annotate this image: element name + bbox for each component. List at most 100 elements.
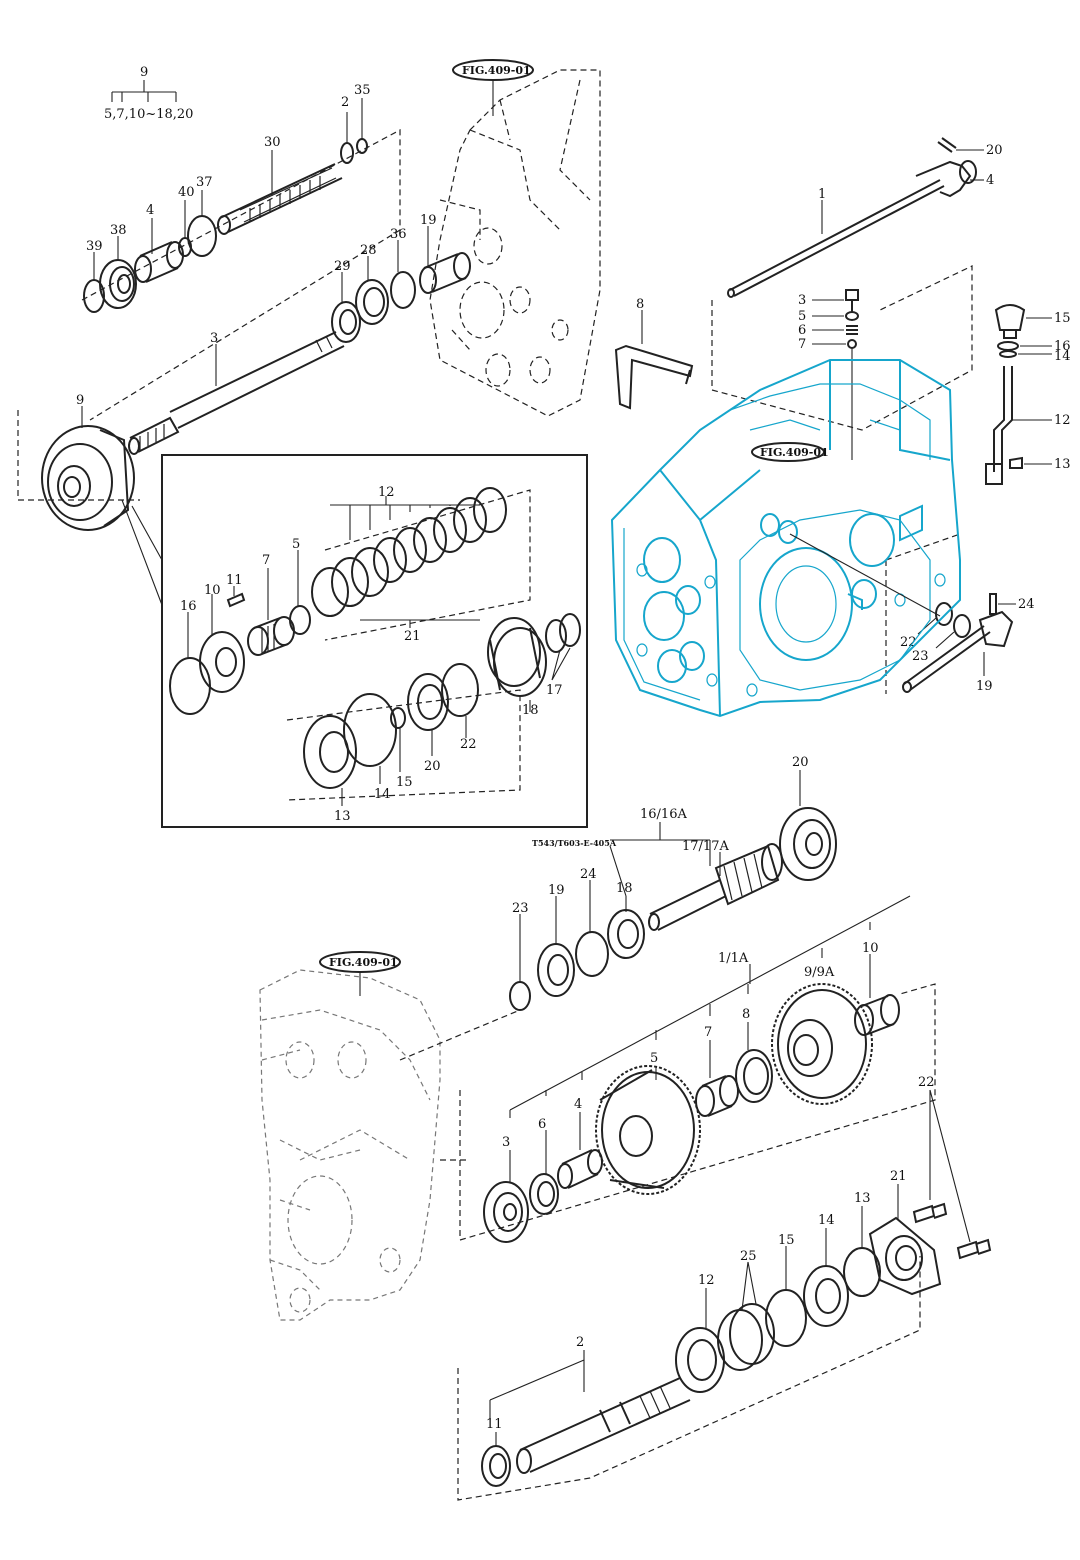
part-2-ring: 2 xyxy=(341,95,353,163)
part-24-pin: 24 xyxy=(990,594,1035,614)
svg-text:35: 35 xyxy=(354,83,371,98)
part-6-spring: 6 xyxy=(798,323,858,338)
svg-text:25: 25 xyxy=(740,1249,757,1264)
part-12-bearing: 12 xyxy=(676,1273,724,1392)
svg-text:3: 3 xyxy=(210,331,218,346)
svg-text:5: 5 xyxy=(292,537,300,552)
svg-text:13: 13 xyxy=(854,1191,871,1206)
svg-text:9: 9 xyxy=(76,393,84,408)
top-housing-outline: FIG.409-01 xyxy=(430,60,600,416)
part-14-washer: 14 xyxy=(1000,349,1071,364)
svg-text:7: 7 xyxy=(262,553,270,568)
svg-text:7: 7 xyxy=(798,337,806,352)
gear-train: 20 16/16A 17/17A 18 24 xyxy=(458,755,990,1500)
svg-text:14: 14 xyxy=(374,787,391,802)
svg-text:22: 22 xyxy=(918,1075,935,1090)
svg-text:12: 12 xyxy=(698,1273,715,1288)
svg-text:1/1A: 1/1A xyxy=(718,951,749,966)
part-2-output-shaft: 2 xyxy=(490,1335,690,1473)
part-7-ball: 7 xyxy=(798,337,856,460)
svg-text:23: 23 xyxy=(512,901,529,916)
svg-text:21: 21 xyxy=(404,629,421,644)
svg-text:19: 19 xyxy=(548,883,565,898)
part-16-snap-ring: 16 xyxy=(170,599,210,714)
svg-text:FIG.409-01: FIG.409-01 xyxy=(462,64,531,77)
svg-text:17/17A: 17/17A xyxy=(682,839,729,854)
svg-text:40: 40 xyxy=(178,185,195,200)
svg-text:20: 20 xyxy=(424,759,441,774)
svg-text:18: 18 xyxy=(522,703,539,718)
svg-text:4: 4 xyxy=(574,1097,582,1112)
part-23-snap-ring: 23 xyxy=(510,901,530,1010)
part-19-needle-bearing: 19 xyxy=(420,213,470,293)
part-25-shims: 25 xyxy=(718,1249,774,1370)
part-3-bolt: 3 xyxy=(798,290,858,312)
part-7-hub: 7 xyxy=(248,553,294,655)
part-5-spring: 5 xyxy=(798,309,858,324)
part-30-splined-shaft: 30 xyxy=(218,135,342,234)
svg-text:15: 15 xyxy=(778,1233,795,1248)
part-4-sleeve: 4 xyxy=(558,1097,602,1188)
part-13-o-ring: 13 xyxy=(844,1191,880,1296)
top-left-assembly: 9 5,7,10~18,20 35 2 30 xyxy=(18,65,470,530)
detail-frame xyxy=(162,455,587,827)
svg-text:15: 15 xyxy=(1054,311,1071,326)
svg-text:36: 36 xyxy=(390,227,407,242)
svg-text:3: 3 xyxy=(502,1135,510,1150)
fig-ref-cyan-housing: FIG.409-01 xyxy=(752,443,829,461)
svg-text:16/16A: 16/16A xyxy=(640,807,687,822)
svg-text:9/9A: 9/9A xyxy=(804,965,835,980)
part-11-pin: 11 xyxy=(226,573,244,606)
part-8-lever: 8 xyxy=(616,297,692,408)
svg-text:16: 16 xyxy=(180,599,197,614)
svg-text:12: 12 xyxy=(378,485,395,500)
svg-text:4: 4 xyxy=(986,173,994,188)
svg-text:5: 5 xyxy=(798,309,806,324)
part-8-synchro-ring: 8 xyxy=(736,1007,772,1102)
part-18-bearing: 18 xyxy=(608,846,644,958)
svg-text:4: 4 xyxy=(146,203,154,218)
svg-text:17: 17 xyxy=(546,683,563,698)
part-1-shift-rod: 1 xyxy=(728,180,944,297)
svg-text:8: 8 xyxy=(636,297,644,312)
part-38-bearing: 38 xyxy=(100,223,136,308)
svg-text:6: 6 xyxy=(798,323,806,338)
svg-text:6: 6 xyxy=(538,1117,546,1132)
part-22-seal: 22 xyxy=(900,603,952,650)
part-35-nut: 35 xyxy=(354,83,371,153)
svg-text:19: 19 xyxy=(420,213,437,228)
svg-text:19: 19 xyxy=(976,679,993,694)
part-9-clutch-hub: 9 xyxy=(42,393,134,530)
svg-text:5: 5 xyxy=(650,1051,658,1066)
svg-text:30: 30 xyxy=(264,135,281,150)
svg-text:2: 2 xyxy=(341,95,349,110)
bottom-housing-outline: FIG.409-01 xyxy=(260,952,520,1320)
svg-text:FIG.409-01: FIG.409-01 xyxy=(329,956,398,969)
part-20-pin: 20 xyxy=(938,138,1003,158)
part-17-o-rings: 17 xyxy=(546,614,580,698)
cyan-transmission-housing: FIG.409-01 xyxy=(612,360,960,716)
part-12-friction-plates: 12 xyxy=(330,485,506,582)
clutch-detail-box: 12 21 5 7 11 xyxy=(122,455,587,827)
svg-text:22: 22 xyxy=(460,737,477,752)
fig-ref-top-housing: FIG.409-01 xyxy=(453,60,533,116)
drawing-code: T543/T603-E-405A xyxy=(532,838,617,848)
part-20-bearing: 20 xyxy=(780,755,836,880)
callout-9-children: 5,7,10~18,20 xyxy=(104,107,193,122)
part-13-screw: 13 xyxy=(1010,457,1071,472)
part-9-9a-gear xyxy=(772,984,872,1104)
part-3-bearing: 3 xyxy=(484,1135,528,1242)
svg-text:1: 1 xyxy=(818,187,826,202)
svg-text:13: 13 xyxy=(334,809,351,824)
svg-text:10: 10 xyxy=(862,941,879,956)
svg-text:FIG.409-01: FIG.409-01 xyxy=(760,446,829,459)
svg-text:39: 39 xyxy=(86,239,103,254)
dashed-outline-shift xyxy=(712,266,972,430)
svg-text:24: 24 xyxy=(580,867,597,882)
svg-text:11: 11 xyxy=(226,573,243,588)
svg-text:29: 29 xyxy=(334,259,351,274)
svg-text:10: 10 xyxy=(204,583,221,598)
part-11-washer: 11 xyxy=(482,1417,510,1486)
svg-text:8: 8 xyxy=(742,1007,750,1022)
